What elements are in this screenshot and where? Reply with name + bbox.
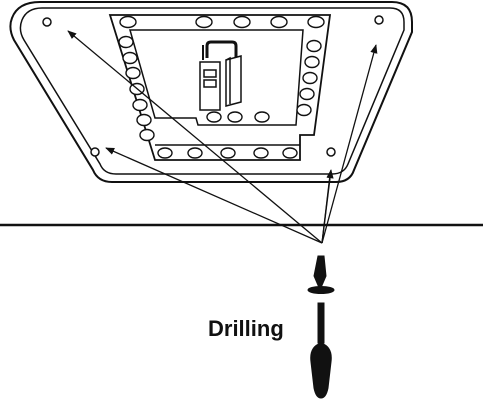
mounting-holes [42, 15, 384, 157]
led-bulb [296, 103, 312, 117]
arrow-line [321, 174, 331, 244]
led-bulb [139, 128, 155, 142]
light-frame [108, 14, 332, 161]
led-bulb [253, 147, 269, 159]
light-box-icon [199, 40, 242, 111]
mounting-hole-top-right [374, 15, 384, 25]
led-bulb [302, 71, 318, 85]
drill-bit-icon [307, 255, 335, 399]
led-bulb [306, 39, 322, 53]
led-bulb [299, 87, 315, 101]
led-bulb [157, 147, 173, 159]
mounting-hole-bottom-right [326, 147, 336, 157]
drilling-label: Drilling [208, 316, 284, 341]
led-bulb [307, 15, 325, 29]
led-bulb [195, 15, 213, 29]
led-bulb [254, 111, 270, 123]
led-bulb [304, 55, 320, 69]
led-bulbs [118, 15, 325, 159]
led-bulb [125, 66, 141, 80]
mounting-hole-bottom-left [90, 147, 100, 157]
led-bulb [220, 147, 236, 159]
led-bulb [136, 113, 152, 127]
led-bulb [132, 98, 148, 112]
arrow-to-bottom-left-hole [105, 147, 323, 244]
led-bulb [233, 15, 251, 29]
arrow-to-top-left-hole [67, 30, 323, 244]
mounting-hole-top-left [42, 17, 52, 27]
led-bulb [227, 111, 243, 123]
led-bulb [122, 51, 138, 65]
led-bulb [270, 15, 288, 29]
led-bulb [187, 147, 203, 159]
led-bulb [118, 35, 134, 49]
arrow-to-top-right-hole [321, 44, 378, 244]
led-bulb [206, 111, 222, 123]
led-bulb [119, 15, 137, 29]
led-bulb [282, 147, 298, 159]
